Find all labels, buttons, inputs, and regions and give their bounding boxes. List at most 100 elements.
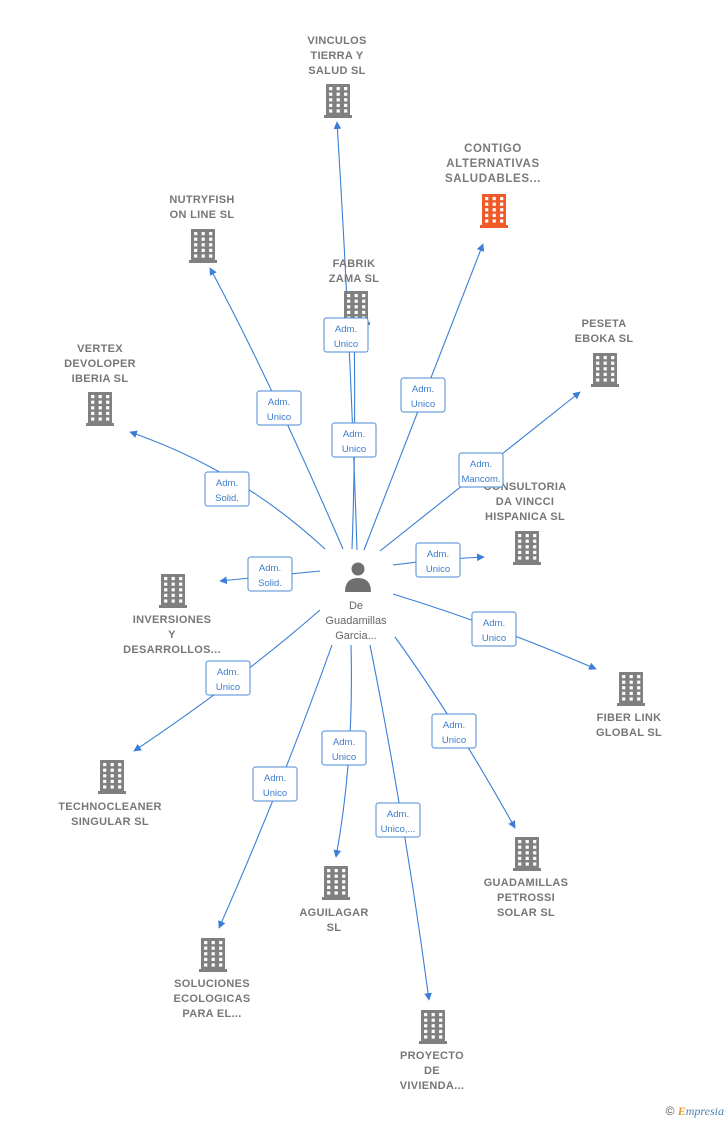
company-name-proyecto-line-2[interactable]: VIVIENDA...	[400, 1080, 464, 1092]
company-name-contigo-line-1[interactable]: ALTERNATIVAS	[446, 158, 539, 170]
relation-label-guadamillas[interactable]: Adm. Unico	[431, 713, 477, 749]
relation-text-vertex-1: Solid.	[215, 493, 239, 504]
company-node-peseta[interactable]: PESETA EBOKA SL	[575, 318, 634, 387]
company-name-vertex-line-2[interactable]: IBERIA SL	[72, 373, 129, 385]
relation-text-fabrik-1: Unico	[334, 339, 358, 350]
company-node-fabrik[interactable]: FABRIK ZAMA SL	[329, 258, 380, 325]
relation-label-consultoria[interactable]: Adm.Unico	[415, 542, 461, 578]
relation-label-vertex[interactable]: Adm.Solid.	[204, 471, 250, 507]
company-node-proyecto[interactable]: PROYECTO DE VIVIENDA...	[400, 1010, 464, 1092]
relation-label-box	[415, 542, 461, 578]
relation-label-contigo[interactable]: Adm.Unico	[400, 377, 446, 413]
company-name-fabrik-line-0[interactable]: FABRIK	[333, 258, 376, 270]
company-name-inversiones-line-1[interactable]: Y	[168, 629, 176, 641]
relation-text-contigo-0: Adm.	[412, 384, 434, 395]
company-name-nutryfish-line-0[interactable]: NUTRYFISH	[169, 194, 234, 206]
relation-label-soluciones[interactable]: Adm.Unico	[252, 766, 298, 802]
building-windows	[164, 577, 183, 603]
relation-label-box	[321, 730, 367, 766]
company-name-fiberlink-line-1[interactable]: GLOBAL SL	[596, 727, 662, 739]
company-node-technocleaner[interactable]: TECHNOCLEANER SINGULAR SL	[58, 760, 162, 828]
person-name-line-0[interactable]: De	[349, 600, 363, 612]
company-name-fiberlink-line-0[interactable]: FIBER LINK	[597, 712, 662, 724]
building-windows	[194, 232, 213, 258]
footer-brand[interactable]: © Empresia	[666, 1104, 724, 1119]
company-node-nutryfish[interactable]: NUTRYFISH ON LINE SL	[169, 194, 234, 263]
building-windows	[424, 1013, 443, 1039]
company-node-fiberlink[interactable]: FIBER LINK GLOBAL SL	[596, 672, 662, 739]
relation-label-proyecto[interactable]: Adm.Unico,...	[375, 802, 421, 838]
company-name-vinculos-line-2[interactable]: SALUD SL	[308, 65, 365, 77]
company-node-inversiones[interactable]: INVERSIONES Y DESARROLLOS...	[123, 574, 221, 656]
company-name-aguilagar-line-1[interactable]: SL	[327, 922, 342, 934]
company-name-contigo-line-2[interactable]: SALUDABLES...	[445, 173, 541, 185]
relation-text-inversiones-1: Solid.	[258, 578, 282, 589]
company-name-peseta-line-1[interactable]: EBOKA SL	[575, 333, 634, 345]
building-windows	[327, 869, 346, 895]
relation-label-nutryfish[interactable]: Adm.Unico	[256, 390, 302, 426]
company-name-contigo-line-0[interactable]: CONTIGO	[464, 143, 522, 155]
company-name-soluciones-line-0[interactable]: SOLUCIONES	[174, 978, 250, 990]
relation-text-guadamillas-0: Adm.	[443, 720, 465, 731]
company-node-consultoria[interactable]: CONSULTORIA DA VINCCI HISPANICA SL	[484, 481, 567, 565]
relation-label-fiberlink[interactable]: Adm. Unico	[471, 611, 517, 647]
relation-label-inversiones[interactable]: Adm. Solid.	[247, 556, 293, 592]
company-name-aguilagar-line-0[interactable]: AGUILAGAR	[299, 907, 368, 919]
company-node-vertex[interactable]: VERTEX DEVOLOPER IBERIA SL	[64, 343, 136, 426]
company-node-aguilagar[interactable]: AGUILAGAR SL	[299, 866, 368, 934]
company-name-proyecto-line-0[interactable]: PROYECTO	[400, 1050, 464, 1062]
company-name-proyecto-line-1[interactable]: DE	[424, 1065, 440, 1077]
company-name-vinculos-line-0[interactable]: VINCULOS	[307, 35, 366, 47]
relation-label-box	[375, 802, 421, 838]
company-name-technocleaner-line-1[interactable]: SINGULAR SL	[71, 816, 149, 828]
building-windows	[596, 356, 615, 382]
building-windows	[204, 941, 223, 967]
relation-text-guadamillas-1: Unico	[442, 735, 466, 746]
company-name-vinculos-line-1[interactable]: TIERRA Y	[310, 50, 363, 62]
company-name-soluciones-line-1[interactable]: ECOLOGICAS	[174, 993, 251, 1005]
relation-label-peseta[interactable]: Adm.Mancom.	[458, 452, 504, 488]
relation-text-fiberlink-0: Adm.	[483, 618, 505, 629]
building-windows	[103, 763, 122, 789]
company-name-inversiones-line-2[interactable]: DESARROLLOS...	[123, 644, 221, 656]
company-node-guadamillas[interactable]: GUADAMILLAS PETROSSI SOLAR SL	[484, 837, 569, 919]
relation-label-aguilagar[interactable]: Adm.Unico	[321, 730, 367, 766]
building-windows	[329, 87, 348, 113]
person-name-line-2[interactable]: Garcia...	[335, 630, 377, 642]
company-name-consultoria-line-0[interactable]: CONSULTORIA	[484, 481, 567, 493]
company-node-soluciones[interactable]: SOLUCIONES ECOLOGICAS PARA EL...	[174, 938, 251, 1020]
relation-label-technocleaner[interactable]: Adm.Unico	[205, 660, 251, 696]
building-windows	[485, 197, 504, 223]
person-name-line-1[interactable]: Guadamillas	[325, 615, 387, 627]
relation-text-inversiones-0: Adm.	[259, 563, 281, 574]
relation-label-box	[471, 611, 517, 647]
relation-text-aguilagar-0: Adm.	[333, 737, 355, 748]
company-name-guadamillas-line-0[interactable]: GUADAMILLAS	[484, 877, 569, 889]
company-name-peseta-line-0[interactable]: PESETA	[582, 318, 627, 330]
company-name-fabrik-line-1[interactable]: ZAMA SL	[329, 273, 380, 285]
relation-text-technocleaner-0: Adm.	[217, 667, 239, 678]
company-name-technocleaner-line-0[interactable]: TECHNOCLEANER	[58, 801, 162, 813]
relation-label-fabrik[interactable]: Adm.Unico	[323, 317, 369, 353]
company-name-vertex-line-0[interactable]: VERTEX	[77, 343, 123, 355]
company-name-consultoria-line-1[interactable]: DA VINCCI	[496, 496, 555, 508]
relation-text-proyecto-0: Adm.	[387, 809, 409, 820]
person-node-center[interactable]: DeGuadamillasGarcia...	[325, 562, 387, 643]
company-name-nutryfish-line-1[interactable]: ON LINE SL	[170, 209, 235, 221]
relation-text-peseta-1: Mancom.	[461, 474, 500, 485]
company-name-inversiones-line-0[interactable]: INVERSIONES	[133, 614, 212, 626]
company-name-guadamillas-line-1[interactable]: PETROSSI	[497, 892, 555, 904]
copyright-symbol: ©	[665, 1104, 675, 1118]
company-name-guadamillas-line-2[interactable]: SOLAR SL	[497, 907, 555, 919]
relation-label-vinculos[interactable]: Adm.Unico	[331, 422, 377, 458]
relation-text-fiberlink-1: Unico	[482, 633, 506, 644]
company-name-soluciones-line-2[interactable]: PARA EL...	[182, 1008, 241, 1020]
relation-label-box	[204, 471, 250, 507]
company-name-vertex-line-1[interactable]: DEVOLOPER	[64, 358, 136, 370]
company-node-vinculos[interactable]: VINCULOS TIERRA Y SALUD SL	[307, 35, 366, 118]
company-name-consultoria-line-2[interactable]: HISPANICA SL	[485, 511, 565, 523]
company-node-contigo[interactable]: CONTIGO ALTERNATIVAS SALUDABLES...	[445, 143, 541, 228]
relation-text-consultoria-0: Adm.	[427, 549, 449, 560]
building-windows	[91, 395, 110, 421]
